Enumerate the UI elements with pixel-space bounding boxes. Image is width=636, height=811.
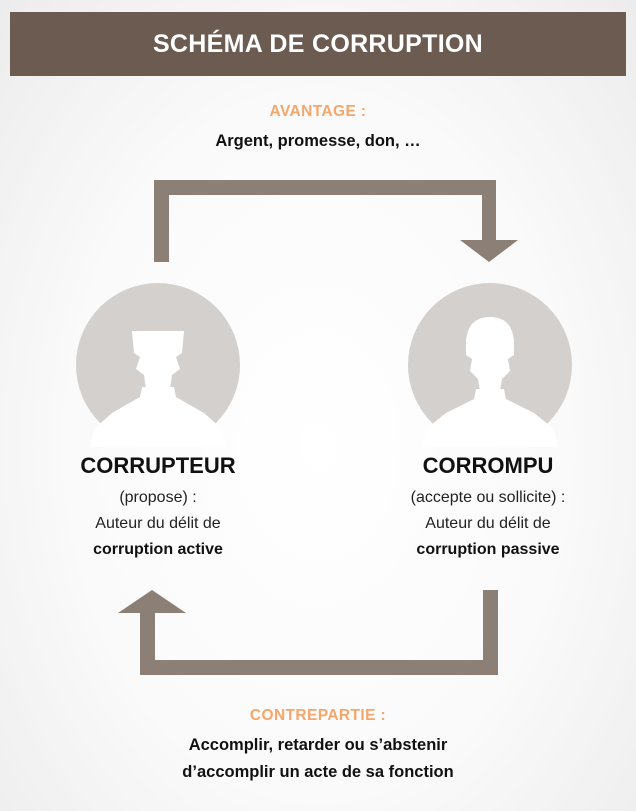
counterpart-detail-line2: d’accomplir un acte de sa fonction (182, 763, 454, 781)
advantage-detail: Argent, promesse, don, … (215, 132, 421, 150)
person-silhouette-icon (90, 331, 226, 447)
right-avatar (408, 283, 572, 447)
corrompu-description: (accepte ou sollicite) : Auteur du délit… (338, 485, 636, 563)
person-silhouette-icon (422, 317, 558, 447)
corrupteur-line: Auteur du délit de (95, 515, 221, 532)
corrupteur-emphasis: corruption active (93, 541, 223, 558)
corrompu-line: Auteur du délit de (425, 515, 551, 532)
left-avatar (76, 283, 240, 447)
arrow-left-up-icon (118, 590, 498, 675)
arrow-right-down-icon (154, 180, 518, 262)
corrupteur-title: CORRUPTEUR (80, 453, 236, 478)
counterpart-label: CONTREPARTIE : (249, 707, 387, 724)
corrompu-title: CORROMPU (422, 453, 554, 478)
corrupteur-description: (propose) : Auteur du délit de corruptio… (8, 485, 308, 563)
counterpart-detail-line1: Accomplir, retarder ou s’abstenir (188, 736, 448, 754)
title-banner: SCHÉMA DE CORRUPTION (10, 12, 626, 76)
corrompu-role: (accepte ou sollicite) : (410, 489, 566, 506)
advantage-label: AVANTAGE : (269, 103, 367, 120)
corrompu-emphasis: corruption passive (416, 541, 560, 558)
page-title: SCHÉMA DE CORRUPTION (152, 29, 484, 58)
corrupteur-role: (propose) : (119, 489, 197, 506)
